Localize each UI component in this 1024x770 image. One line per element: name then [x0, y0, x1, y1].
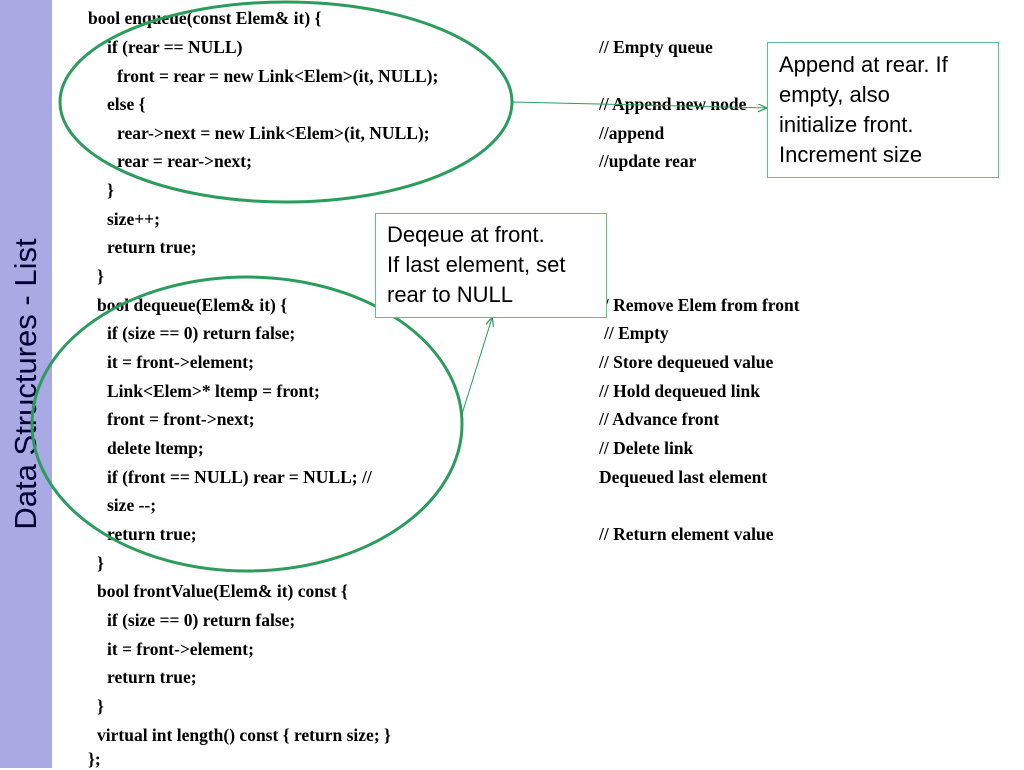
code-line: Link<Elem>* ltemp = front;: [107, 381, 320, 401]
code-line: if (size == 0) return false;: [107, 323, 296, 343]
code-line: }: [97, 696, 104, 716]
code-line: it = front->element;: [107, 639, 254, 659]
code-line: }: [97, 553, 104, 573]
code-comment: // Advance front: [599, 409, 720, 429]
code-comment: // Empty: [604, 323, 669, 343]
code-comment: Dequeued last element: [599, 467, 768, 487]
code-line: delete ltemp;: [107, 438, 204, 458]
code-line: rear->next = new Link<Elem>(it, NULL);: [117, 123, 430, 143]
code-comment: // Hold dequeued link: [599, 381, 760, 401]
callout-line: If last element, set: [387, 252, 566, 277]
code-line: }: [107, 180, 114, 200]
code-line: if (size == 0) return false;: [107, 610, 296, 630]
code-line: return true;: [107, 667, 197, 687]
code-line: return true;: [107, 237, 197, 257]
code-comment: // Remove Elem from front: [599, 295, 800, 315]
code-line: }: [97, 266, 104, 286]
code-line: return true;: [107, 524, 197, 544]
code-comment: //append: [599, 123, 665, 143]
enqueue-callout: Append at rear. If empty, also initializ…: [767, 42, 999, 178]
code-line: size++;: [107, 209, 160, 229]
code-comment: // Return element value: [599, 524, 774, 544]
code-line: size --;: [107, 495, 157, 515]
code-line: if (rear == NULL): [107, 37, 243, 57]
code-line: };: [88, 749, 101, 769]
callout-line: initialize front.: [779, 112, 914, 137]
dequeue-callout: Deqeue at front. If last element, set re…: [375, 213, 607, 318]
code-comment: // Store dequeued value: [599, 352, 774, 372]
callout-line: Append at rear. If: [779, 52, 948, 77]
code-line: bool frontValue(Elem& it) const {: [97, 581, 348, 601]
code-line: rear = rear->next;: [117, 151, 252, 171]
code-line: if (front == NULL) rear = NULL; //: [107, 467, 372, 487]
callout-line: Deqeue at front.: [387, 222, 545, 247]
dequeue-arrow: [461, 318, 492, 415]
code-line: else {: [107, 94, 146, 114]
code-line: it = front->element;: [107, 352, 254, 372]
code-line: front = front->next;: [107, 409, 255, 429]
callout-line: rear to NULL: [387, 282, 513, 307]
code-comment: //update rear: [599, 151, 697, 171]
callout-line: Increment size: [779, 142, 923, 167]
code-line: front = rear = new Link<Elem>(it, NULL);: [117, 66, 439, 86]
code-line: bool dequeue(Elem& it) {: [97, 295, 288, 315]
enqueue-arrow: [511, 101, 766, 108]
callout-line: empty, also: [779, 82, 890, 107]
enqueue-ellipse: [58, 0, 514, 204]
code-comment: // Delete link: [599, 438, 694, 458]
code-line: virtual int length() const { return size…: [97, 725, 391, 745]
code-comment: // Empty queue: [599, 37, 713, 57]
sidebar: Data Structures - List: [0, 0, 52, 768]
dequeue-ellipse: [30, 275, 464, 573]
